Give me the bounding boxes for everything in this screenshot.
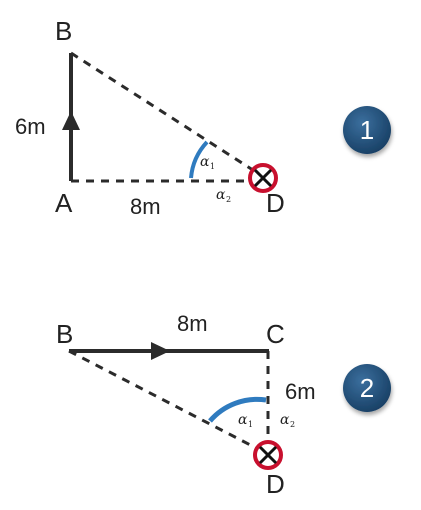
label-point-d: D [266,188,285,218]
label-point-b-2: B [56,319,73,349]
point-d-marker-2 [253,440,283,470]
point-d-marker [248,163,278,193]
segment-bd [70,51,257,174]
label-length-ab: 6m [15,114,46,139]
label-point-c: C [266,319,285,349]
arrow-right-icon [151,342,170,360]
label-angle-alpha2: α 2 [216,187,231,204]
svg-text:α: α [200,154,210,170]
angle-arc-1 [189,140,209,179]
svg-text:2: 2 [290,420,295,429]
badge-1 [343,106,391,154]
svg-text:α: α [280,412,290,428]
badge-2-number: 2 [360,373,374,403]
svg-text:1: 1 [248,420,253,429]
svg-text:α: α [216,187,226,203]
diagram-2: B C D 8m 6m α 1 α 2 2 [56,311,391,499]
diagram-1: B A D 6m 8m α 1 α 2 1 [15,16,391,219]
angle-arc-2 [208,396,267,423]
svg-text:1: 1 [210,162,215,171]
label-angle-alpha2-2: α 2 [280,412,295,429]
label-length-cd: 6m [285,379,316,404]
label-angle-alpha1-2: α 1 [238,412,253,429]
label-length-bc: 8m [177,311,208,336]
svg-text:α: α [238,412,248,428]
label-angle-alpha1: α 1 [200,154,215,171]
label-point-a: A [55,188,73,218]
label-length-ad: 8m [130,194,161,219]
label-point-d-2: D [266,469,285,499]
segment-bd-2 [68,349,261,452]
svg-text:2: 2 [226,195,231,204]
badge-1-number: 1 [360,115,374,145]
label-point-b: B [55,16,72,46]
arrow-up-icon [62,111,80,130]
badge-2 [343,364,391,412]
